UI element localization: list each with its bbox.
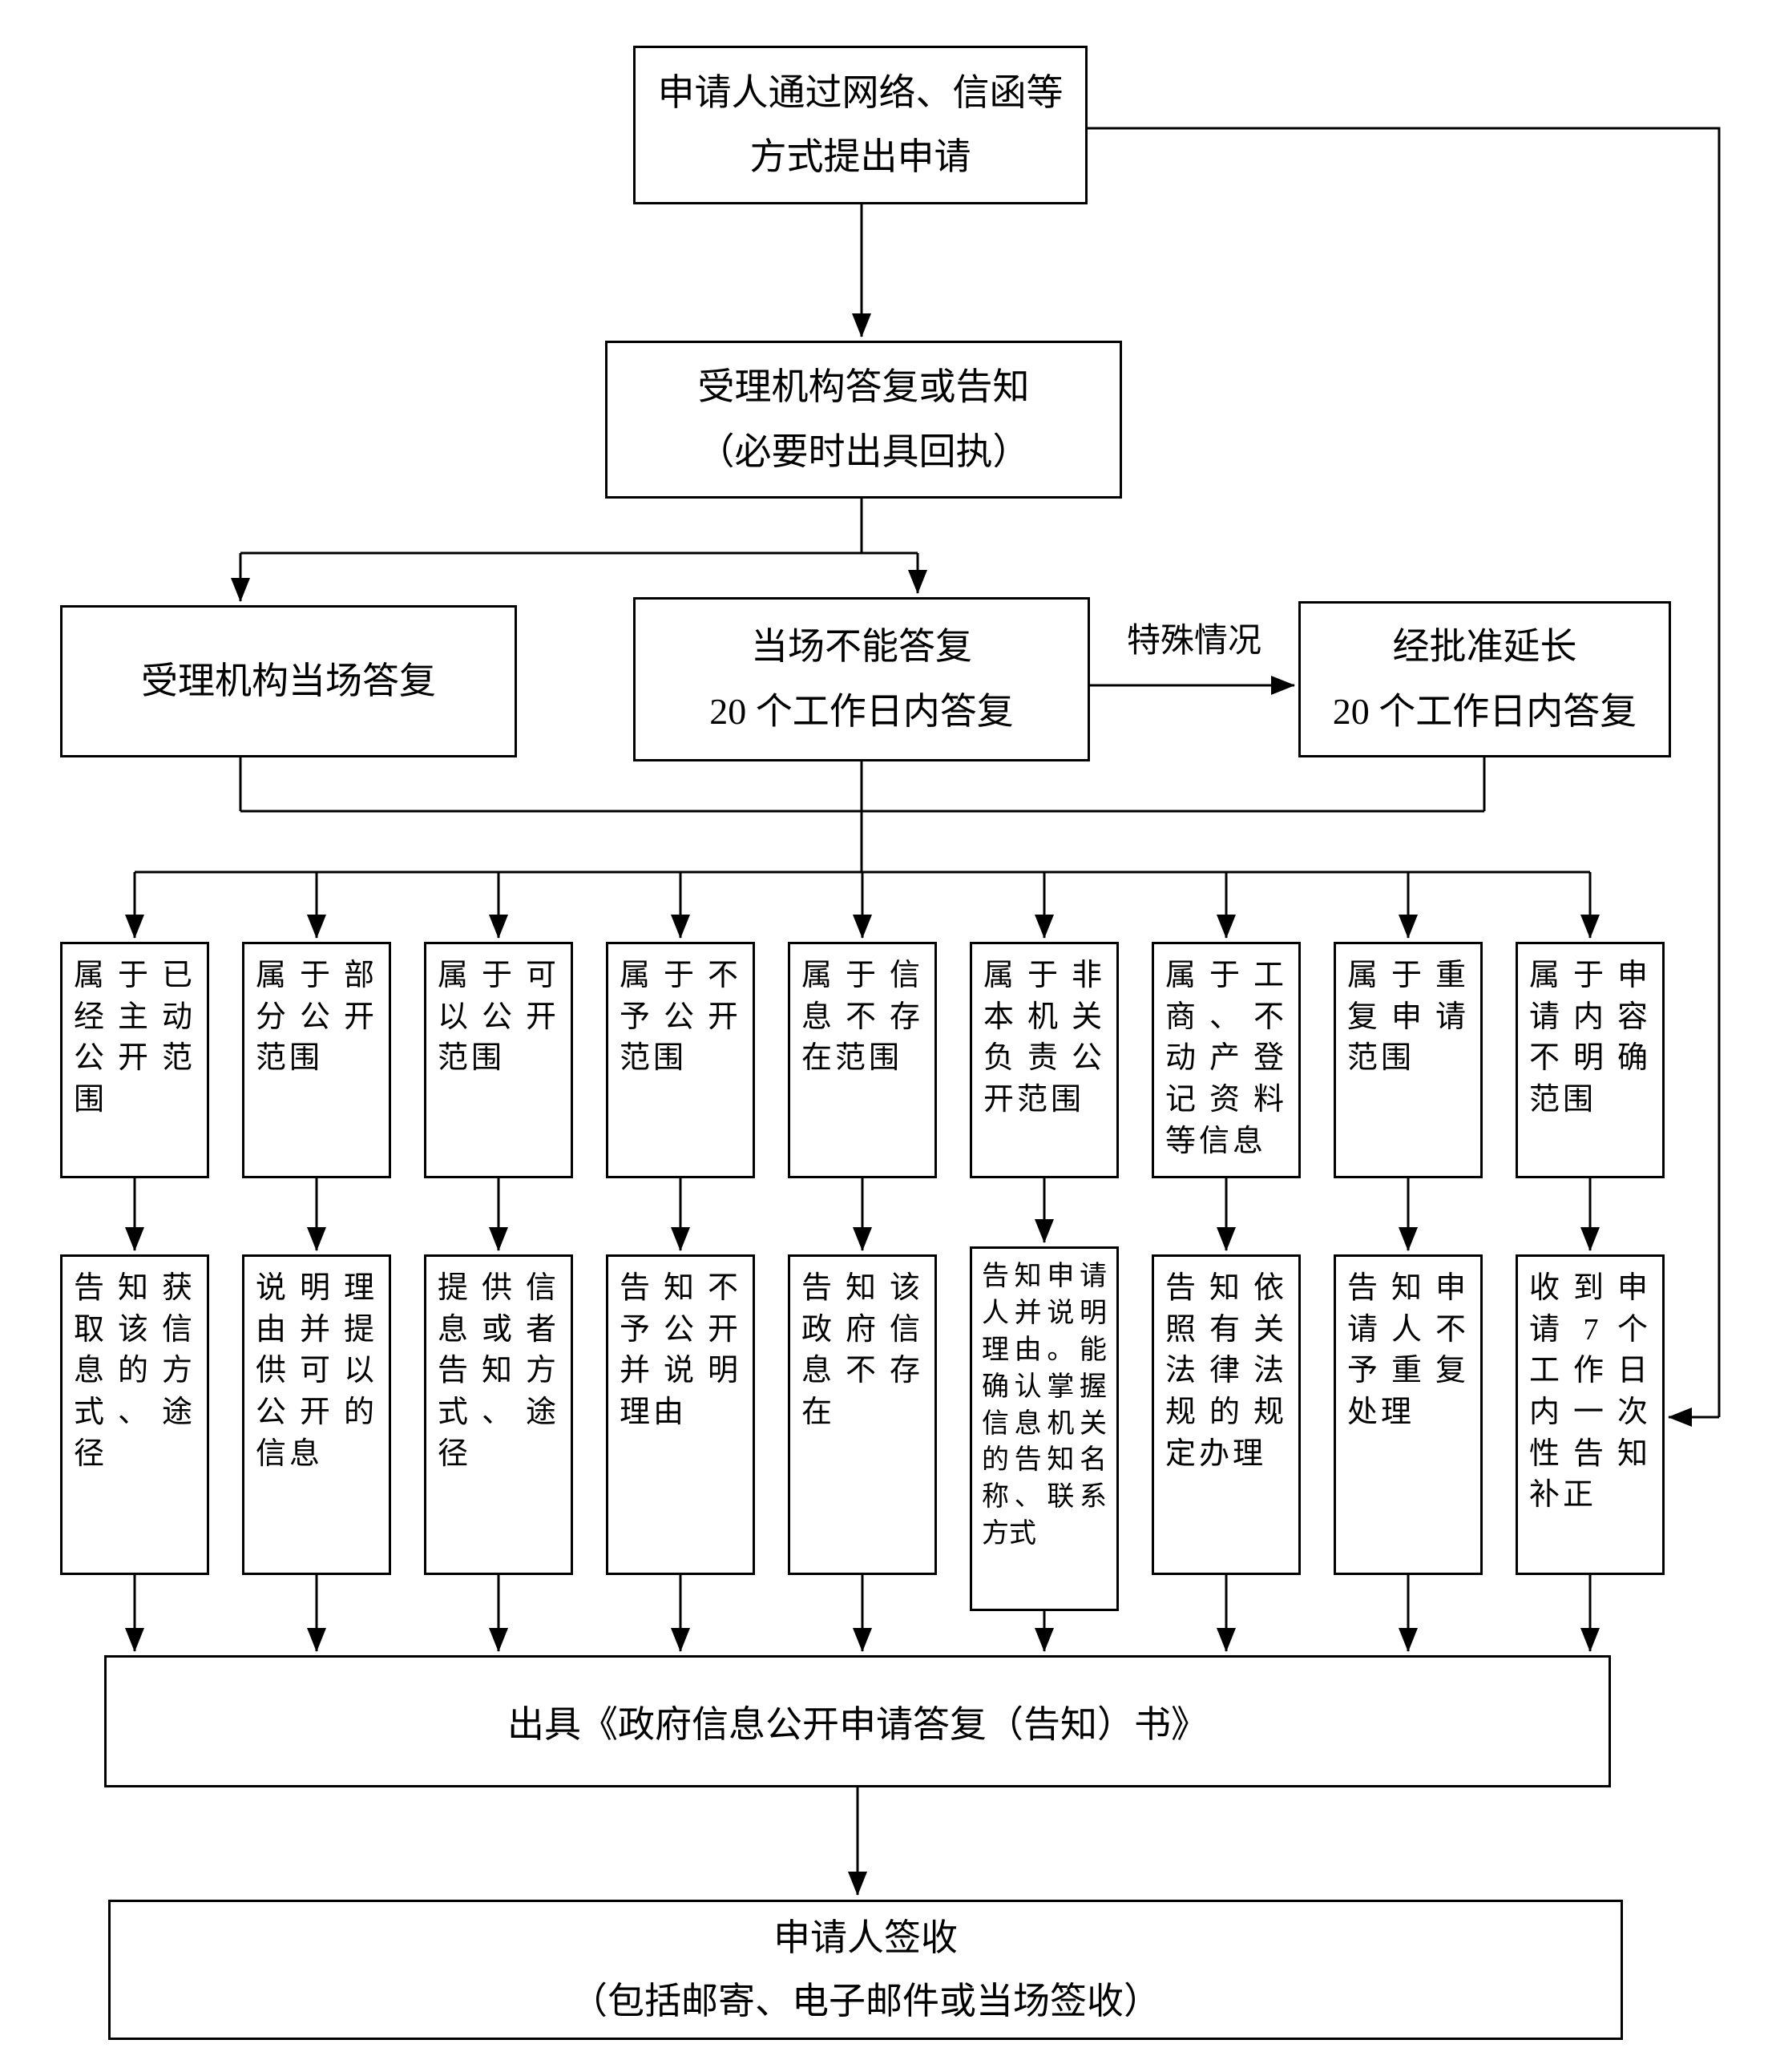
- action-box-5: 告知该政府信息不存在: [788, 1254, 937, 1575]
- arrows-to-categories: [125, 872, 1600, 939]
- arrows-category-to-action: [125, 1178, 1600, 1251]
- action-label: 说明理由并提供可以公开的信息: [256, 1271, 377, 1471]
- node-issue-letter: 出具《政府信息公开申请答复（告知）书》: [104, 1655, 1611, 1787]
- action-label: 收到申请 7 个工作日内一次性告知补正: [1529, 1271, 1651, 1513]
- category-box-4: 属于不予公开范围: [606, 942, 755, 1178]
- category-label: 属于已经主动公开范围: [74, 959, 196, 1117]
- category-box-9: 属于申请内容不明确范围: [1516, 942, 1665, 1178]
- action-label: 告知申请人并说明理由。能确认掌握信息机关的告知名称、联系方式: [982, 1262, 1107, 1549]
- category-label: 属于工商、不动产登记资料等信息: [1165, 959, 1287, 1158]
- node-reply-line2: （必要时出具回执）: [697, 430, 1030, 472]
- action-label: 告知依照有关法律法规的规定办理: [1165, 1271, 1287, 1471]
- action-box-8: 告知申请人不予重复处理: [1334, 1254, 1483, 1575]
- category-box-1: 属于已经主动公开范围: [60, 942, 209, 1178]
- category-box-2: 属于部分公开范围: [242, 942, 391, 1178]
- action-label: 告知该政府信息不存在: [801, 1271, 923, 1430]
- action-label: 提供信息或者告知方式、途径: [438, 1271, 559, 1471]
- category-label: 属于重复申请范围: [1347, 959, 1469, 1076]
- category-label: 属于非本机关负责公开范围: [983, 959, 1105, 1117]
- action-label: 告知获取该信息的方式、途径: [74, 1271, 196, 1471]
- node-cannot-line2: 20 个工作日内答复: [709, 690, 1014, 732]
- node-start: 申请人通过网络、信函等 方式提出申请: [633, 46, 1088, 204]
- category-label: 属于申请内容不明确范围: [1529, 959, 1651, 1117]
- node-extended-line1: 经批准延长: [1392, 626, 1577, 667]
- action-box-2: 说明理由并提供可以公开的信息: [242, 1254, 391, 1575]
- category-label: 属于信息不存在范围: [801, 959, 923, 1076]
- action-box-1: 告知获取该信息的方式、途径: [60, 1254, 209, 1575]
- node-onspot-label: 受理机构当场答复: [141, 660, 436, 701]
- node-start-line1: 申请人通过网络、信函等: [657, 71, 1064, 113]
- node-issue-label: 出具《政府信息公开申请答复（告知）书》: [507, 1703, 1208, 1745]
- connector-merge: [135, 757, 1590, 874]
- node-sign-line1: 申请人签收: [773, 1917, 958, 1959]
- category-box-8: 属于重复申请范围: [1334, 942, 1483, 1178]
- category-box-3: 属于可以公开范围: [424, 942, 573, 1178]
- category-box-6: 属于非本机关负责公开范围: [970, 942, 1119, 1178]
- action-label: 告知申请人不予重复处理: [1347, 1271, 1469, 1430]
- node-cannot-line1: 当场不能答复: [751, 626, 972, 667]
- category-label: 属于部分公开范围: [256, 959, 377, 1076]
- connector-bypass-right: [1088, 127, 1721, 1427]
- node-start-line2: 方式提出申请: [749, 136, 971, 177]
- node-reply: 受理机构答复或告知 （必要时出具回执）: [605, 341, 1122, 499]
- category-label: 属于不予公开范围: [620, 959, 741, 1076]
- action-box-7: 告知依照有关法律法规的规定办理: [1152, 1254, 1301, 1575]
- node-sign: 申请人签收 （包括邮寄、电子邮件或当场签收）: [108, 1900, 1623, 2040]
- arrows-action-to-issue: [125, 1575, 1600, 1652]
- category-box-7: 属于工商、不动产登记资料等信息: [1152, 942, 1301, 1178]
- category-label: 属于可以公开范围: [438, 959, 559, 1076]
- node-onspot-reply: 受理机构当场答复: [60, 605, 517, 757]
- action-box-6: 告知申请人并说明理由。能确认掌握信息机关的告知名称、联系方式: [970, 1246, 1119, 1611]
- action-box-4: 告知不予公开并说明理由: [606, 1254, 755, 1575]
- connector-reply-split: [231, 499, 927, 602]
- node-extended-reply: 经批准延长 20 个工作日内答复: [1298, 601, 1671, 757]
- node-extended-line2: 20 个工作日内答复: [1332, 690, 1637, 732]
- action-box-9: 收到申请 7 个工作日内一次性告知补正: [1516, 1254, 1665, 1575]
- node-cannot-reply: 当场不能答复 20 个工作日内答复: [633, 597, 1090, 761]
- category-box-5: 属于信息不存在范围: [788, 942, 937, 1178]
- node-reply-line1: 受理机构答复或告知: [697, 366, 1030, 407]
- action-label: 告知不予公开并说明理由: [620, 1271, 741, 1430]
- node-sign-line2: （包括邮寄、电子邮件或当场签收）: [571, 1980, 1161, 2022]
- special-case-label: 特殊情况: [1126, 623, 1261, 660]
- action-box-3: 提供信息或者告知方式、途径: [424, 1254, 573, 1575]
